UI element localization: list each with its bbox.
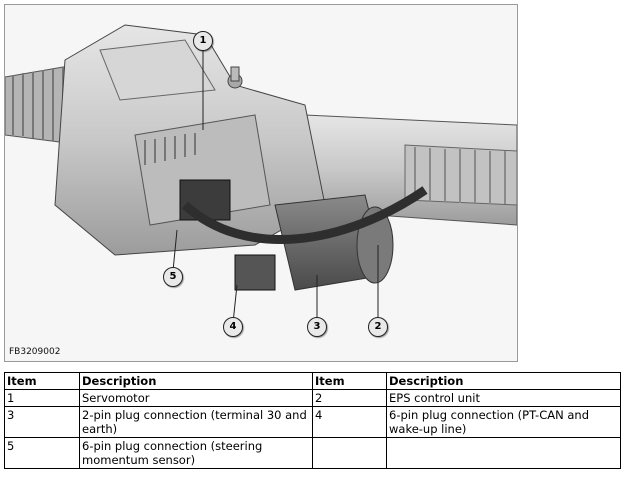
item-number: 2 — [312, 389, 387, 407]
header-item: Item — [312, 372, 387, 390]
item-number: 5 — [4, 437, 80, 469]
eps-assembly-drawing — [5, 24, 517, 324]
table-row: 3 2-pin plug connection (terminal 30 and… — [4, 406, 621, 438]
figure-code: FB3209002 — [9, 347, 61, 357]
item-number: 3 — [4, 406, 80, 438]
item-description: EPS control unit — [386, 389, 621, 407]
header-item: Item — [4, 372, 80, 390]
header-description: Description — [386, 372, 621, 390]
legend-header-row: Item Description Item Description — [4, 372, 621, 390]
callout-1: 1 — [193, 31, 213, 51]
item-description: 6-pin plug connection (PT-CAN and wake-u… — [386, 406, 621, 438]
item-description — [386, 437, 621, 469]
item-description: 2-pin plug connection (terminal 30 and e… — [79, 406, 313, 438]
item-number — [312, 437, 387, 469]
table-row: 5 6-pin plug connection (steering moment… — [4, 437, 621, 469]
callout-3: 3 — [307, 317, 327, 337]
item-description: 6-pin plug connection (steering momentum… — [79, 437, 313, 469]
header-description: Description — [79, 372, 313, 390]
item-number: 1 — [4, 389, 80, 407]
legend-table: Item Description Item Description 1 Serv… — [4, 372, 621, 469]
gear-housing — [54, 24, 326, 256]
item-number: 4 — [312, 406, 387, 438]
callout-2: 2 — [368, 317, 388, 337]
callout-4: 4 — [223, 317, 243, 337]
callout-5: 5 — [163, 267, 183, 287]
leader-lines — [172, 51, 379, 324]
wiring-harness — [181, 186, 428, 244]
table-row: 1 Servomotor 2 EPS control unit — [4, 389, 621, 407]
steering-rack-illustration: 1 2 3 4 5 FB3209002 — [4, 4, 518, 362]
item-description: Servomotor — [79, 389, 313, 407]
